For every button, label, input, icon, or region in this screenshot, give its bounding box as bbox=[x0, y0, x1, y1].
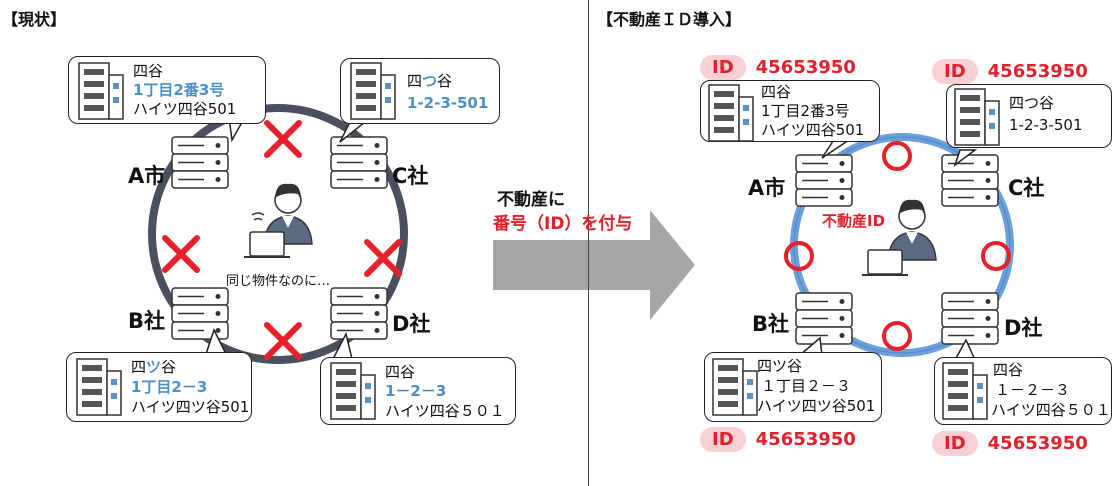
address-a-line1: 四谷 bbox=[133, 62, 164, 80]
building-icon bbox=[78, 62, 124, 120]
transition-arrow-icon bbox=[493, 210, 695, 320]
server-c2-icon bbox=[941, 154, 999, 207]
address-bubble-b: 四ツ谷 1丁目2－3 ハイツ四ツ谷501 bbox=[66, 352, 252, 422]
address-bubble-a: 四谷 1丁目2番3号 ハイツ四谷501 bbox=[68, 56, 266, 124]
server-c-icon bbox=[330, 136, 388, 189]
address-d-line3: ハイツ四谷５０１ bbox=[385, 402, 505, 420]
address-bubble-d: 四谷 1－2－3 ハイツ四谷５０１ bbox=[320, 357, 516, 425]
address-c-line1: 四つ谷 bbox=[407, 72, 453, 90]
id-address-a-line2: 1丁目2番3号 bbox=[761, 102, 850, 120]
address-b-line1: 四ツ谷 bbox=[131, 358, 177, 376]
building-icon bbox=[954, 88, 1000, 146]
id-address-d-line3: ハイツ四谷５０１ bbox=[991, 401, 1111, 419]
arrow-line1: 不動産に bbox=[497, 190, 565, 210]
building-icon bbox=[350, 62, 396, 120]
node-b2-label: B社 bbox=[752, 312, 790, 336]
cross-right-icon bbox=[367, 242, 399, 274]
address-a-line3: ハイツ四谷501 bbox=[133, 100, 237, 118]
section-divider bbox=[588, 0, 589, 486]
id-address-a-line1: 四谷 bbox=[761, 83, 792, 101]
node-b-label: B社 bbox=[128, 309, 166, 333]
node-a-label: A市 bbox=[128, 164, 166, 188]
id-address-b-line2: １丁目２－３ bbox=[761, 377, 852, 395]
id-address-c-line1: 四つ谷 bbox=[1009, 94, 1055, 112]
ring-id-label: 不動産ID bbox=[822, 212, 886, 230]
id-address-b-line3: ハイツ四ツ谷501 bbox=[757, 397, 876, 415]
id-address-bubble-b: 四ツ谷 １丁目２－３ ハイツ四ツ谷501 bbox=[704, 352, 882, 422]
cross-top-icon bbox=[267, 123, 299, 155]
server-d-icon bbox=[330, 287, 388, 340]
building-icon bbox=[76, 358, 122, 416]
building-icon bbox=[942, 362, 988, 420]
server-a-icon bbox=[171, 136, 229, 189]
server-b-icon bbox=[171, 287, 229, 340]
id-address-bubble-a: 四谷 1丁目2番3号 ハイツ四谷501 bbox=[700, 80, 880, 142]
ok-top-icon bbox=[882, 141, 912, 171]
address-b-line3: ハイツ四ツ谷501 bbox=[131, 398, 250, 416]
id-address-bubble-d: 四谷 １－２－３ ハイツ四谷５０１ bbox=[934, 357, 1112, 425]
id-address-bubble-c: 四つ谷 1-2-3-501 bbox=[946, 84, 1112, 148]
id-address-b-line1: 四ツ谷 bbox=[757, 357, 803, 375]
current-title: 【現状】 bbox=[2, 10, 67, 29]
id-address-c-line2: 1-2-3-501 bbox=[1009, 116, 1083, 134]
address-a-line2: 1丁目2番3号 bbox=[133, 81, 225, 99]
id-address-d-line2: １－２－３ bbox=[995, 381, 1071, 399]
cross-bottom-icon bbox=[267, 325, 299, 357]
node-d-label: D社 bbox=[392, 312, 431, 336]
node-c-label: C社 bbox=[392, 164, 429, 188]
node-c2-label: C社 bbox=[1008, 176, 1045, 200]
current-network-ring bbox=[148, 104, 408, 364]
laptop-left-icon bbox=[243, 231, 291, 258]
address-d-line1: 四谷 bbox=[385, 363, 416, 381]
address-d-line2: 1－2－3 bbox=[385, 382, 447, 400]
node-a2-label: A市 bbox=[748, 176, 786, 200]
after-title: 【不動産ＩＤ導入】 bbox=[597, 10, 742, 29]
node-d2-label: D社 bbox=[1004, 316, 1043, 340]
server-d2-icon bbox=[941, 292, 999, 345]
ok-bottom-icon bbox=[882, 321, 912, 351]
building-icon bbox=[712, 358, 758, 416]
building-icon bbox=[708, 84, 754, 142]
address-c-line2: 1-2-3-501 bbox=[407, 94, 489, 112]
laptop-right-icon bbox=[861, 249, 909, 276]
building-icon bbox=[330, 362, 376, 420]
address-bubble-c: 四つ谷 1-2-3-501 bbox=[340, 58, 500, 124]
same-property-caption: 同じ物件なのに… bbox=[226, 274, 331, 289]
address-b-line2: 1丁目2－3 bbox=[131, 378, 208, 396]
server-b2-icon bbox=[795, 292, 853, 345]
arrow-line2: 番号（ID）を付与 bbox=[493, 214, 633, 234]
ok-left-icon bbox=[784, 241, 814, 271]
id-address-d-line1: 四谷 bbox=[993, 361, 1024, 379]
ok-right-icon bbox=[981, 241, 1011, 271]
cross-left-icon bbox=[165, 238, 197, 270]
server-a2-icon bbox=[795, 154, 853, 207]
sigh-icon bbox=[251, 212, 265, 221]
id-address-a-line3: ハイツ四谷501 bbox=[761, 121, 865, 139]
